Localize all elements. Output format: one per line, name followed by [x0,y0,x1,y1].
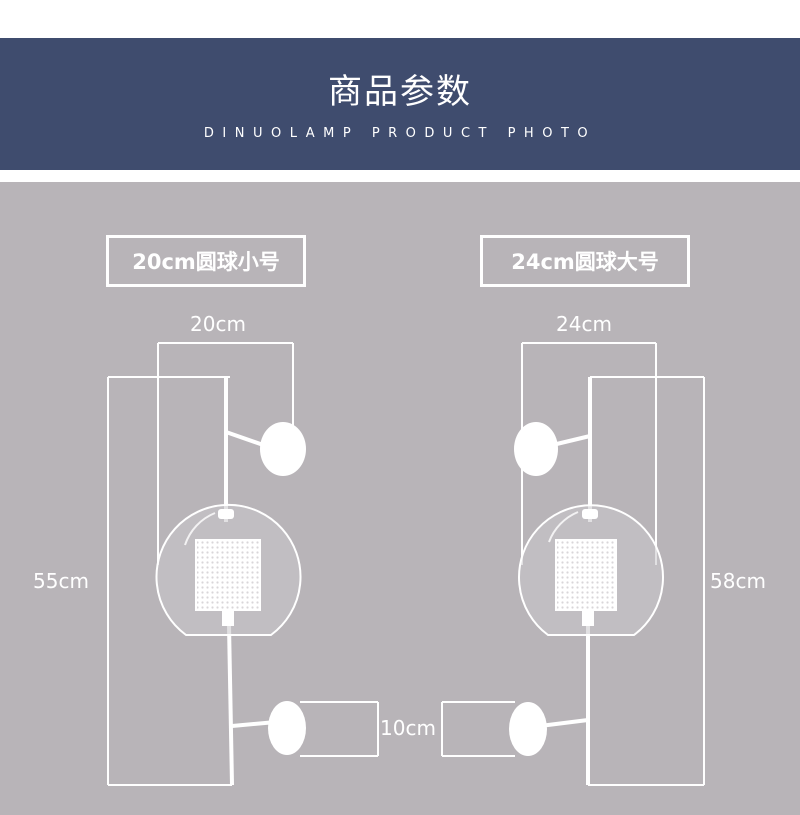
page-title: 商品参数 [328,72,472,112]
height-dimension-large [588,376,705,786]
page-subtitle: DINUOLAMP PRODUCT PHOTO [203,126,597,141]
glass-globe-large [518,504,664,636]
height-dimension-small [107,376,232,786]
width-label-small: 20cm [190,312,246,336]
small-lamp [107,342,379,786]
upper-disc-large [514,422,558,476]
height-label-small: 55cm [33,569,89,593]
glass-globe-small [155,503,302,636]
variant-label-large: 24cm圆球大号 [480,235,690,287]
depth-dimension-large [441,701,515,757]
product-stage [0,182,800,815]
lamp-stem-small [224,377,277,786]
width-dimension-small [157,342,294,565]
upper-disc-small [260,422,306,476]
variant-label-small: 20cm圆球小号 [106,235,306,287]
depth-label: 10cm [380,716,436,740]
width-label-large: 24cm [556,312,612,336]
lower-disc-small [268,701,306,755]
lower-disc-large [509,702,547,756]
depth-dimension-small [300,701,379,757]
header-banner: 商品参数 DINUOLAMP PRODUCT PHOTO [0,38,800,170]
height-label-large: 58cm [710,569,766,593]
large-lamp [441,342,705,786]
